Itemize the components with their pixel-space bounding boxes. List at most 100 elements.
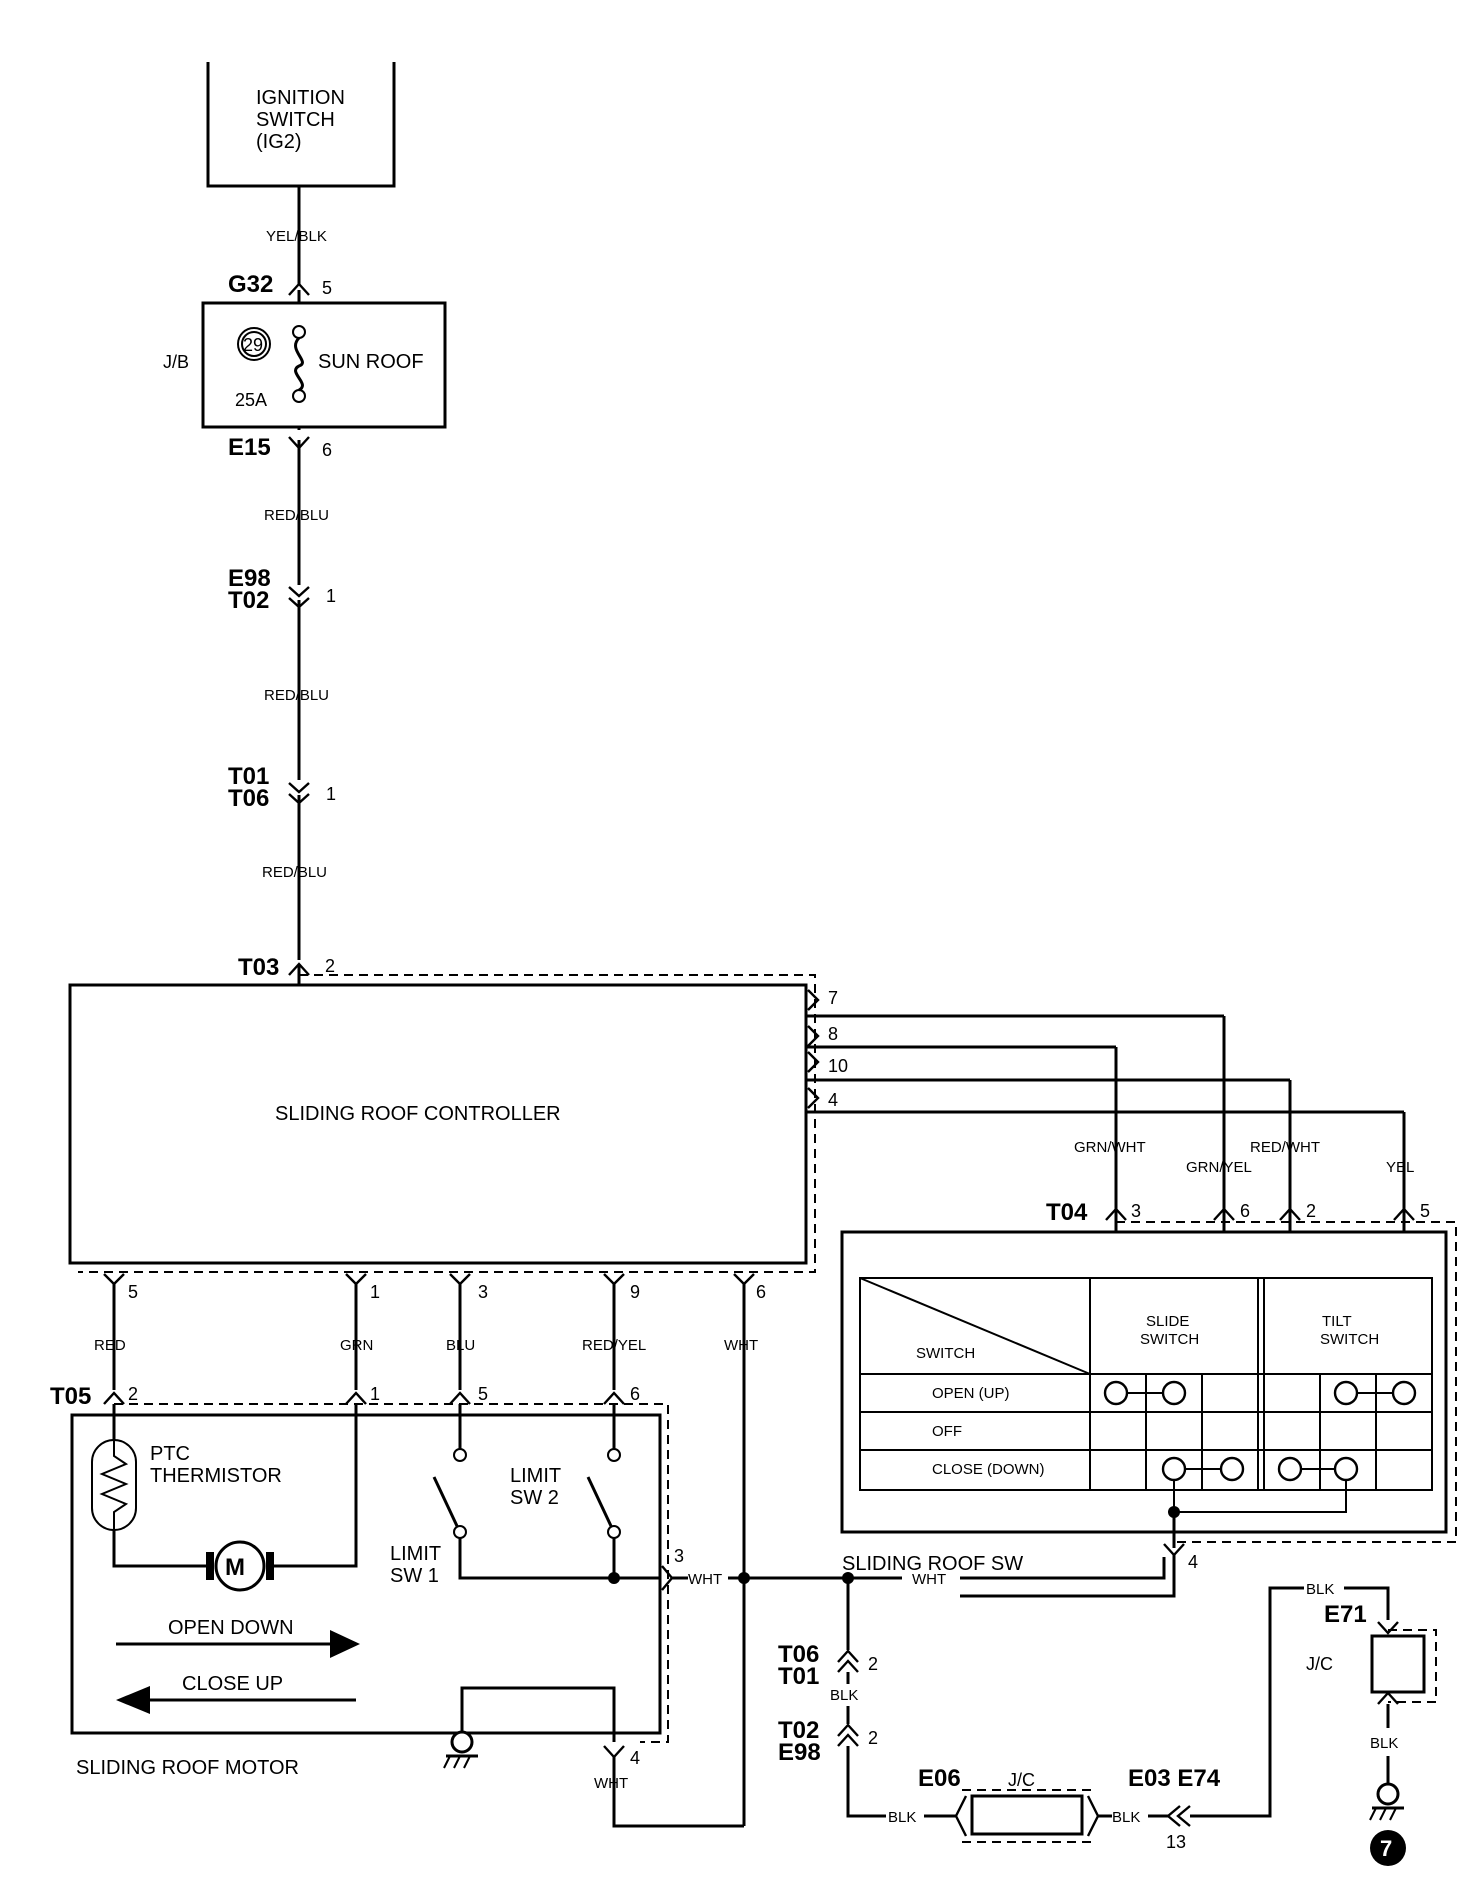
ctrl-bottom-pin-6: 6 [756,1282,766,1302]
connector-t06-id-2: T06 [778,1641,819,1668]
row-open: OPEN (UP) [932,1385,1010,1402]
controller-right-wires: 7 8 10 4 [806,988,1404,1114]
fuse-name: SUN ROOF [318,351,424,373]
t05-pin-5: 5 [478,1384,488,1404]
ctrl-bottom-pin-9: 9 [630,1282,640,1302]
motor-pin4-connector: 4 WHT [594,1745,744,1828]
connector-t06-id: T06 [228,785,269,812]
wire-label-grn-yel: GRN/YEL [1186,1159,1252,1176]
slide-close-contacts [1161,1456,1245,1482]
motor-pin-4: 4 [630,1748,640,1768]
row-off: OFF [932,1423,962,1440]
open-down-arrow: OPEN DOWN [116,1617,360,1658]
ctrl-pin-8: 8 [828,1024,838,1044]
motor-letter: M [225,1554,245,1581]
junction-block: J/B 29 SUN ROOF 25A [163,301,447,429]
t04-pin-3: 3 [1131,1201,1141,1221]
connector-e03-e74: E03 E74 13 [1128,1765,1221,1852]
connector-t05-id: T05 [50,1383,91,1410]
sliding-roof-motor: SLIDING ROOF MOTOR PTC THERMISTOR M LIMI… [70,1403,669,1779]
t05-pin-2: 2 [128,1384,138,1404]
connector-t05: T05 2 1 5 6 [50,1383,640,1410]
e06-jc-label: J/C [1008,1770,1035,1790]
motor-pin-3: 3 [674,1546,684,1566]
wire-label-wht-2: WHT [688,1571,722,1588]
t05-pin-1: 1 [370,1384,380,1404]
fuse-rating: 25A [235,390,267,410]
limit-switch-2: LIMIT SW 2 [510,1404,621,1578]
limit-sw2-line1: LIMIT [510,1465,561,1487]
motor-ground [443,1730,478,1769]
tilt-open-contacts [1333,1380,1417,1406]
ignition-line1: IGNITION [256,87,345,109]
connector-g32: G32 5 [228,271,332,298]
connector-e71-id: E71 [1324,1601,1367,1628]
wire-label-red-blu-2: RED/BLU [264,687,329,704]
switch-ground-connector: 4 [960,1543,1198,1598]
ground-path: T06 T01 2 BLK T02 E98 2 BLK E06 J/C BLK [778,1578,1437,1866]
switch-name: SLIDING ROOF SW [842,1553,1023,1575]
connector-e06-id: E06 [918,1765,961,1792]
jb-label: J/B [163,352,189,372]
connector-t03-pin: 2 [325,956,335,976]
close-up-label: CLOSE UP [182,1673,283,1695]
close-up-arrow: CLOSE UP [116,1673,356,1714]
ctrl-pin-7: 7 [828,988,838,1008]
slide-col-line1: SLIDE [1146,1313,1189,1330]
controller-bottom-wires: 5 1 3 9 6 RED GRN BLU RED/YEL WHT [94,1273,766,1826]
wire-label-red-yel: RED/YEL [582,1337,646,1354]
ground-point: 7 [1369,1782,1406,1866]
wire-label-blk-5: BLK [1370,1735,1398,1752]
wire-label-wht-1: WHT [724,1337,758,1354]
connector-t03: T03 2 [238,954,335,981]
ptc-line2: THERMISTOR [150,1465,282,1487]
limit-sw1-line2: SW 1 [390,1565,439,1587]
wire-label-blk-4: BLK [1306,1581,1334,1598]
wire-label-grn-wht: GRN/WHT [1074,1139,1146,1156]
table-corner: SWITCH [916,1345,975,1362]
sliding-roof-switch: SWITCH SLIDE SWITCH TILT SWITCH OPEN (UP… [840,1221,1457,1575]
ctrl-pin-4: 4 [828,1090,838,1110]
t06-t01-pin: 2 [868,1654,878,1674]
limit-switch-1: LIMIT SW 1 [390,1404,614,1587]
wire-label-blk-3: BLK [1112,1809,1140,1826]
connector-e03-e74-id: E03 E74 [1128,1765,1221,1792]
fuse-number: 29 [243,335,263,355]
connector-t01-t06-pin: 1 [326,784,336,804]
wire-label-wht-3: WHT [912,1571,946,1588]
wire-label-blk-2: BLK [888,1809,916,1826]
ctrl-pin-10: 10 [828,1056,848,1076]
connector-t02-id: T02 [228,587,269,614]
connector-e06-jc: E06 J/C [918,1765,1100,1843]
connector-t01-id: T01 [228,763,269,790]
connector-t01-id-2: T01 [778,1663,819,1690]
ctrl-bottom-pin-5: 5 [128,1282,138,1302]
t05-pin-6: 6 [630,1384,640,1404]
ignition-line3: (IG2) [256,131,302,153]
wire-label-red-wht: RED/WHT [1250,1139,1320,1156]
connector-e15-id: E15 [228,434,271,461]
connector-t01-t06: T01 T06 1 [228,763,336,812]
wire-label-red-blu-1: RED/BLU [264,507,329,524]
controller-name: SLIDING ROOF CONTROLLER [275,1103,561,1125]
motor-symbol: M [206,1540,274,1592]
ctrl-bottom-pin-1: 1 [370,1282,380,1302]
wire-label-grn: GRN [340,1337,373,1354]
wire-label-blk-1: BLK [830,1687,858,1704]
ctrl-bottom-pin-3: 3 [478,1282,488,1302]
connector-e98-t02: E98 T02 1 [228,565,336,614]
limit-sw2-line2: SW 2 [510,1487,559,1509]
connector-e98-t02-pin: 1 [326,586,336,606]
ignition-line2: SWITCH [256,109,335,131]
limit-sw1-line1: LIMIT [390,1543,441,1565]
t02-e98-pin: 2 [868,1728,878,1748]
slide-col-line2: SWITCH [1140,1331,1199,1348]
wire-label-yel-blk: YEL/BLK [266,228,327,245]
sliding-roof-controller: SLIDING ROOF CONTROLLER [68,974,816,1273]
connector-e71-jc: E71 J/C [1306,1601,1437,1705]
slide-open-contacts [1103,1380,1187,1406]
connector-e15-pin: 6 [322,440,332,460]
tilt-col-line2: SWITCH [1320,1331,1379,1348]
tilt-col-line1: TILT [1322,1313,1352,1330]
